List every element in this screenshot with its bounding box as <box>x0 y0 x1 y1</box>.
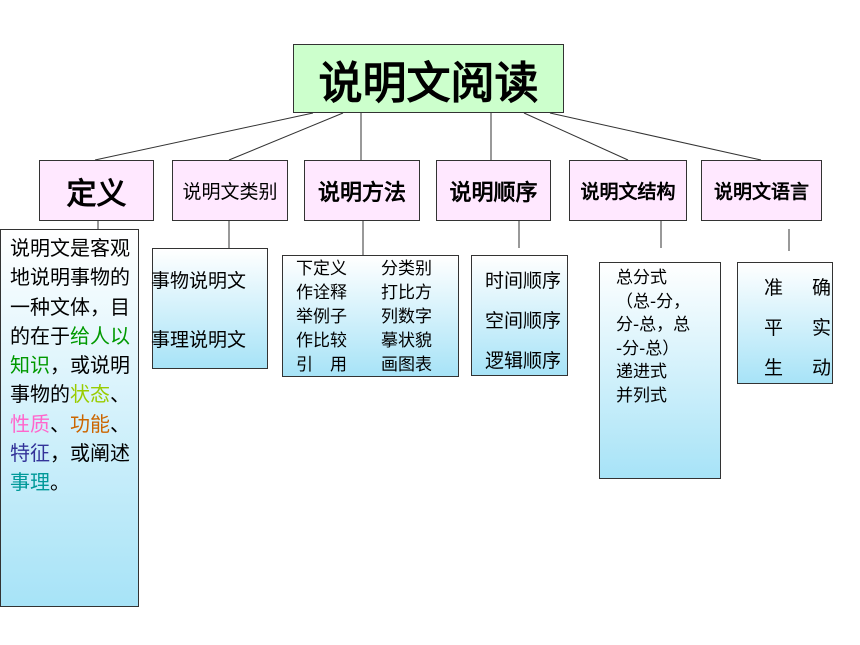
structure-line: -分-总） <box>616 338 680 359</box>
category-label: 说明文结构 <box>580 181 676 203</box>
structure-line: 总分式 <box>616 268 667 288</box>
method-row: 作比较 摹状貌 <box>296 326 466 351</box>
category-label: 说明文语言 <box>713 181 809 203</box>
structure-line: 分-总，总 <box>616 315 691 335</box>
definition-segment: 、 <box>50 411 70 436</box>
language-char: 生 <box>764 357 784 379</box>
order-item: 逻辑顺序 <box>485 350 562 372</box>
definition-segment: 特征 <box>10 441 50 466</box>
definition-box: 说明文是客观地说明事物的一种文体，目的在于给人以知识，或说明事物的状态、性质、功… <box>0 229 139 607</box>
language-char: 确 <box>812 277 832 299</box>
definition-segment: 性质 <box>10 411 50 436</box>
order-item: 空间顺序 <box>485 310 562 332</box>
category-order: 说明顺序 <box>436 160 551 221</box>
category-label: 定义 <box>66 176 127 212</box>
language-row: 准确 <box>764 273 860 300</box>
language-char: 准 <box>764 277 784 299</box>
root-node: 说明文阅读 <box>293 44 564 113</box>
language-char: 动 <box>812 357 832 379</box>
types-box: 事物说明文 事理说明文 <box>151 248 268 369</box>
language-row: 生动 <box>764 353 860 380</box>
method-item: 作诠释 <box>296 283 347 303</box>
method-row: 举例子 列数字 <box>296 302 466 327</box>
method-item: 画图表 <box>381 355 432 375</box>
method-row: 引 用 画图表 <box>296 350 466 375</box>
type-item: 事理说明文 <box>151 329 247 351</box>
definition-segment: 、 <box>110 411 130 436</box>
structure-line: （总-分， <box>616 291 691 312</box>
order-box: 时间顺序 空间顺序 逻辑顺序 <box>471 255 568 376</box>
language-row: 平实 <box>764 313 860 340</box>
root-title: 说明文阅读 <box>318 57 539 109</box>
definition-segment: 功能 <box>70 411 110 436</box>
methods-box: 下定义 分类别 作诠释 打比方 举例子 列数字 作比较 摹状貌 引 用 画图表 <box>282 255 459 377</box>
definition-segment: 、 <box>110 382 130 407</box>
method-item: 分类别 <box>381 259 432 279</box>
category-label: 说明顺序 <box>449 180 538 206</box>
order-item: 时间顺序 <box>485 270 562 292</box>
method-item: 列数字 <box>381 307 432 327</box>
structure-box: 总分式 （总-分， 分-总，总 -分-总） 递进式 并列式 <box>599 262 721 479</box>
category-types: 说明文类别 <box>172 160 288 221</box>
definition-segment: 状态 <box>70 382 110 407</box>
category-methods: 说明方法 <box>304 160 420 221</box>
category-language: 说明文语言 <box>701 160 822 221</box>
category-label: 说明文类别 <box>182 181 278 203</box>
method-row: 作诠释 打比方 <box>296 278 466 303</box>
category-definition: 定义 <box>39 160 154 221</box>
language-char: 平 <box>764 317 784 339</box>
type-item: 事物说明文 <box>151 270 247 292</box>
definition-segment: 。 <box>50 470 70 495</box>
language-box: 准 确 平 实 生 动 <box>737 262 833 384</box>
structure-line: 并列式 <box>616 385 667 406</box>
method-item: 打比方 <box>381 283 432 303</box>
definition-segment: 事理 <box>10 470 50 495</box>
method-item: 下定义 <box>296 259 347 279</box>
method-item: 举例子 <box>296 307 347 327</box>
structure-line: 递进式 <box>616 362 667 382</box>
definition-segment: ，或说明事物的 <box>10 353 130 407</box>
method-item: 作比较 <box>296 331 347 351</box>
method-item: 摹状貌 <box>381 331 432 351</box>
method-item: 引 用 <box>296 355 347 375</box>
category-structure: 说明文结构 <box>569 160 687 221</box>
method-row: 下定义 分类别 <box>296 254 466 279</box>
definition-segment: 说明文是客观地说明事物的一种文体，目的在于 <box>10 236 130 348</box>
language-char: 实 <box>812 317 832 339</box>
category-label: 说明方法 <box>317 180 406 206</box>
definition-segment: ，或阐述 <box>50 441 130 466</box>
definition-segment: 给人以知识 <box>10 323 130 378</box>
